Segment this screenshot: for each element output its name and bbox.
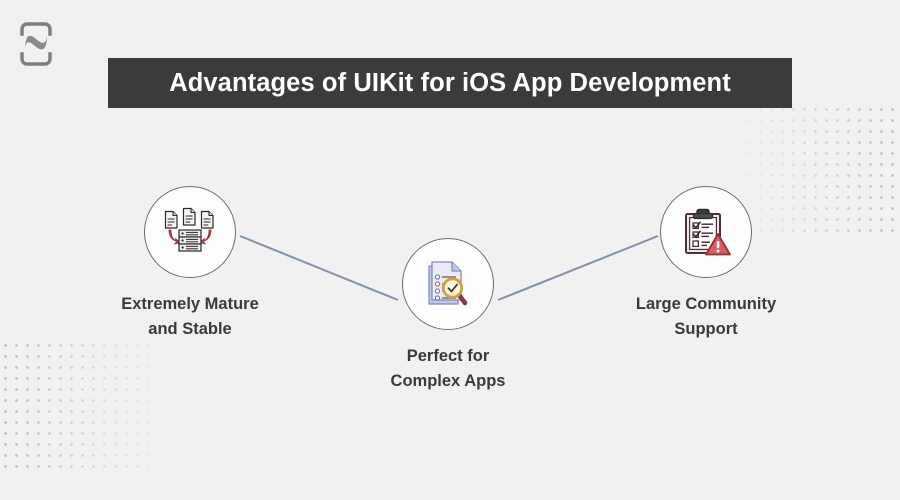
node-extremely-mature-and-stable[interactable]: Extremely Mature and Stable (96, 186, 284, 342)
node-circle-1 (144, 186, 236, 278)
dot-grid-bottom-left-icon (0, 340, 200, 472)
node-label-3: Large Community Support (635, 295, 777, 338)
node-label-1: Extremely Mature and Stable (121, 295, 259, 338)
document-magnifier-check-icon (428, 261, 468, 306)
clipboard-warning-icon (685, 208, 731, 256)
brand-logo-icon (17, 22, 55, 66)
node-perfect-for-complex-apps[interactable]: Perfect for Complex Apps (354, 238, 542, 394)
page-title: Advantages of UIKit for iOS App Developm… (169, 68, 731, 97)
node-circle-3 (660, 186, 752, 278)
server-documents-icon (164, 207, 214, 252)
node-circle-2 (402, 238, 494, 330)
node-label-2: Perfect for Complex Apps (390, 347, 506, 390)
node-large-community-support[interactable]: Large Community Support (612, 186, 800, 342)
page-title-banner: Advantages of UIKit for iOS App Developm… (108, 58, 792, 108)
